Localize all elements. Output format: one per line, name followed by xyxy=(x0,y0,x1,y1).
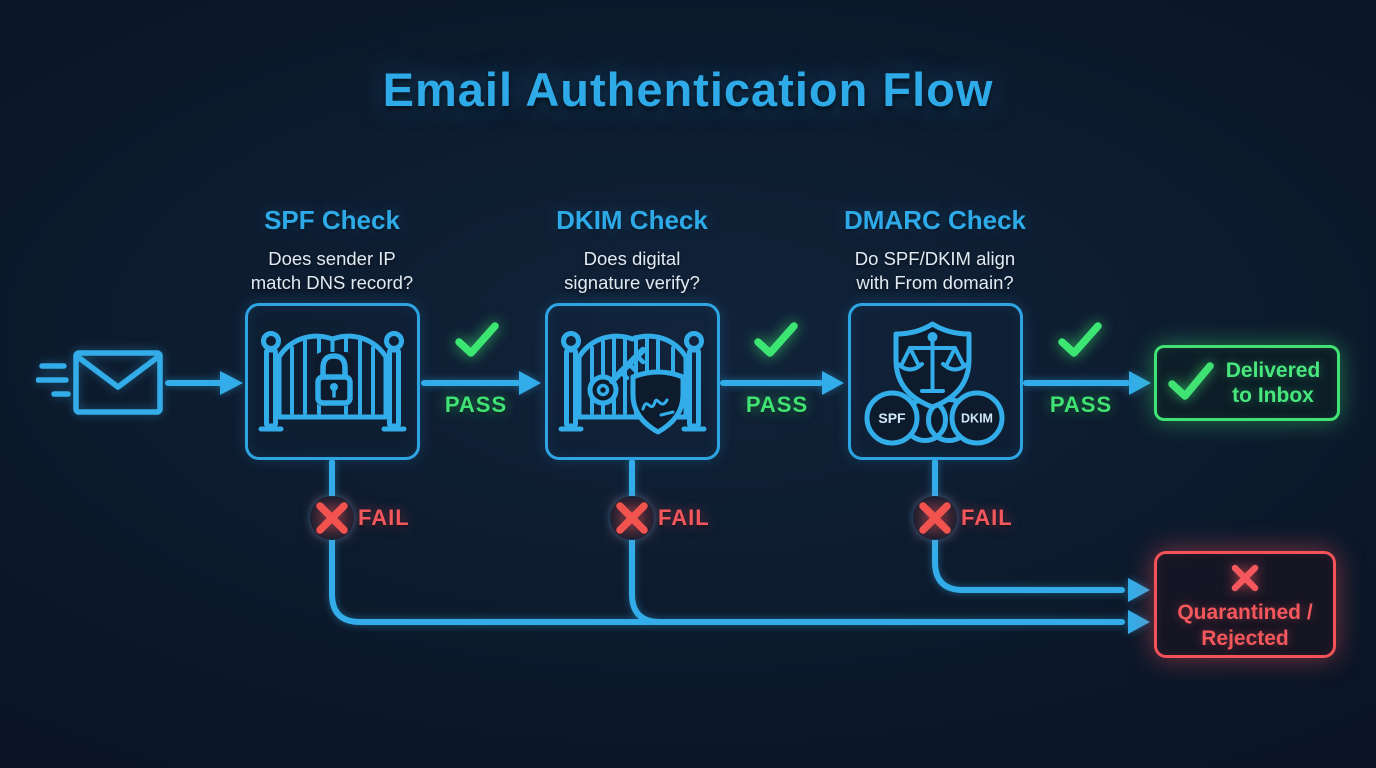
arrowhead-merged-fail xyxy=(1128,610,1150,634)
shield-scales-icon: SPF DKIM xyxy=(864,321,1005,446)
dmarc-check-box: SPF DKIM xyxy=(848,303,1023,460)
dkim-pass-label: PASS xyxy=(745,392,809,417)
dmarc-pass-label: PASS xyxy=(1049,392,1113,417)
incoming-email-envelope-icon xyxy=(35,349,166,422)
quarantined-outcome-box: Quarantined / Rejected xyxy=(1154,551,1336,658)
dkim-fail-label: FAIL xyxy=(658,505,710,530)
line-dkim-fail xyxy=(629,459,663,625)
stage-title-spf: SPF Check xyxy=(264,205,400,235)
stage-title-dkim: DKIM Check xyxy=(556,205,708,235)
stage-question-spf: Does sender IP match DNS record? xyxy=(250,248,414,293)
stage-title-dmarc: DMARC Check xyxy=(843,205,1027,235)
stage-dkim: DKIM Check Does digital signature verify… xyxy=(512,205,752,295)
stage-question-dmarc: Do SPF/DKIM align with From domain? xyxy=(854,248,1016,293)
arrowhead-dmarc-fail xyxy=(1128,578,1150,602)
dmarc-pass-check-icon xyxy=(1057,321,1103,364)
gate-padlock-icon xyxy=(258,331,407,432)
spf-check-box xyxy=(245,303,420,460)
dkim-badge: DKIM xyxy=(961,412,993,426)
spf-fail-x-icon xyxy=(312,498,352,543)
arrowhead-to-dkim xyxy=(519,371,541,395)
dmarc-fail-x-icon xyxy=(915,498,955,543)
delivered-label: Delivered to Inbox xyxy=(1225,359,1321,407)
stage-question-dkim: Does digital signature verify? xyxy=(564,248,700,293)
spf-fail-label: FAIL xyxy=(358,505,410,530)
signed-shield-icon xyxy=(630,369,686,435)
line-spf-fail xyxy=(329,459,1125,625)
dmarc-fail-label: FAIL xyxy=(961,505,1013,530)
dkim-pass-check-icon xyxy=(753,321,799,364)
spf-pass-check-icon xyxy=(454,321,500,364)
key-icon xyxy=(587,346,647,406)
arrowhead-to-spf xyxy=(220,371,243,395)
quarantined-x-icon xyxy=(1228,561,1262,600)
spf-pass-label: PASS xyxy=(444,392,508,417)
gate-key-shield-icon xyxy=(558,331,707,435)
quarantined-label: Quarantined / Rejected xyxy=(1177,601,1313,650)
spf-badge: SPF xyxy=(878,410,906,426)
stage-spf: SPF Check Does sender IP match DNS recor… xyxy=(212,205,452,295)
scales-of-justice-icon xyxy=(896,332,969,393)
spf-alignment-circle xyxy=(864,390,920,446)
line-dmarc-fail xyxy=(932,459,1125,593)
arrowhead-to-inbox xyxy=(1129,371,1151,395)
delivered-outcome-box: Delivered to Inbox xyxy=(1154,345,1340,421)
delivered-check-icon xyxy=(1167,361,1215,406)
dkim-fail-x-icon xyxy=(612,498,652,543)
dkim-alignment-circle xyxy=(949,390,1005,446)
diagram-title: Email Authentication Flow xyxy=(382,63,994,116)
arrowhead-to-dmarc xyxy=(822,371,844,395)
stage-dmarc: DMARC Check Do SPF/DKIM align with From … xyxy=(815,205,1055,295)
dkim-check-box xyxy=(545,303,720,460)
